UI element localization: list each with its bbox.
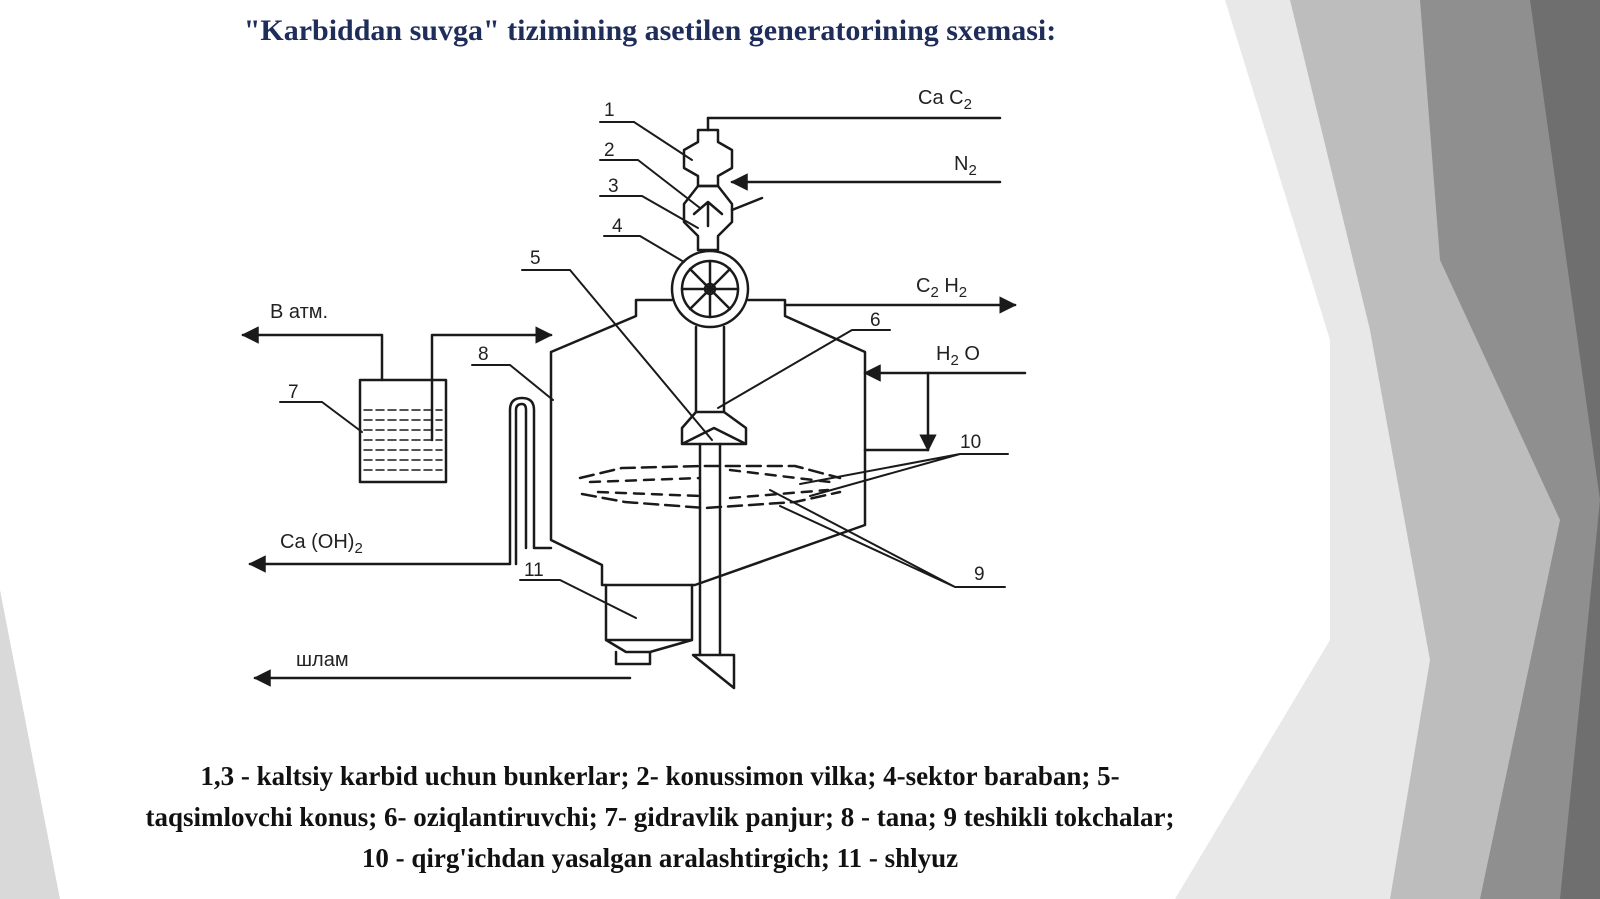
sluice-11 <box>604 583 694 666</box>
leader-7 <box>279 401 363 433</box>
scraper-10-upper <box>588 468 832 484</box>
label-h2o: H2 O <box>936 343 980 369</box>
bg-shape-left <box>0 590 60 899</box>
leader-11 <box>519 579 637 619</box>
label-c2h2: C2 H2 <box>916 275 967 301</box>
label-cac2: Ca C2 <box>918 87 972 113</box>
perforated-shelf-9-lower <box>580 490 842 510</box>
diagram-legend-caption: 1,3 - kaltsiy karbid uchun bunkerlar; 2-… <box>145 761 1175 873</box>
leader-10 <box>799 453 1009 497</box>
num-6: 6 <box>870 310 881 331</box>
num-11: 11 <box>524 560 544 581</box>
feeder-6 <box>694 325 726 414</box>
leader-6 <box>717 329 891 409</box>
leader-8 <box>471 364 554 401</box>
leader-2 <box>599 159 701 209</box>
slide-title: "Karbiddan suvga" tizimining asetilen ge… <box>243 14 1057 47</box>
shaft-tip <box>691 653 736 690</box>
n2-branch <box>730 196 764 212</box>
num-10: 10 <box>960 432 981 453</box>
leader-4 <box>603 235 685 263</box>
leader-1 <box>599 121 693 161</box>
perforated-shelf-9-upper <box>578 464 842 480</box>
seal-pipe-in <box>430 326 553 442</box>
label-caoh2: Ca (OH)2 <box>280 531 363 557</box>
bg-shape-right-dark <box>1420 0 1600 899</box>
sector-drum-4-outer <box>670 249 750 329</box>
num-1: 1 <box>604 100 615 121</box>
hopper-1 <box>682 128 734 188</box>
stirrer-shaft <box>698 442 722 657</box>
num-5: 5 <box>530 248 541 269</box>
body-8 <box>549 298 867 587</box>
num-3: 3 <box>608 176 619 197</box>
label-atm: B атм. <box>270 301 328 323</box>
num-7: 7 <box>288 382 299 403</box>
overflow-pipe <box>248 396 553 573</box>
bg-shape-right-edge <box>1530 0 1600 899</box>
overflow-pipe-inner <box>514 402 528 566</box>
hydraulic-seal-7 <box>358 378 448 484</box>
leader-3 <box>599 195 699 229</box>
seal-pipe-out <box>241 326 384 382</box>
label-n2: N2 <box>954 153 977 179</box>
hopper-3 <box>682 184 734 252</box>
distributing-cone-5 <box>680 410 748 446</box>
sector-drum-4-spokes <box>680 259 740 319</box>
leader-5 <box>521 269 713 441</box>
leader-9 <box>769 489 1006 588</box>
num-9: 9 <box>974 564 985 585</box>
label-shlam: шлам <box>296 649 349 671</box>
num-8: 8 <box>478 344 489 365</box>
cone-valve-2 <box>692 200 724 228</box>
num-4: 4 <box>612 216 623 237</box>
scraper-10-lower <box>596 488 830 500</box>
seal-water <box>363 409 443 471</box>
num-2: 2 <box>604 140 615 161</box>
